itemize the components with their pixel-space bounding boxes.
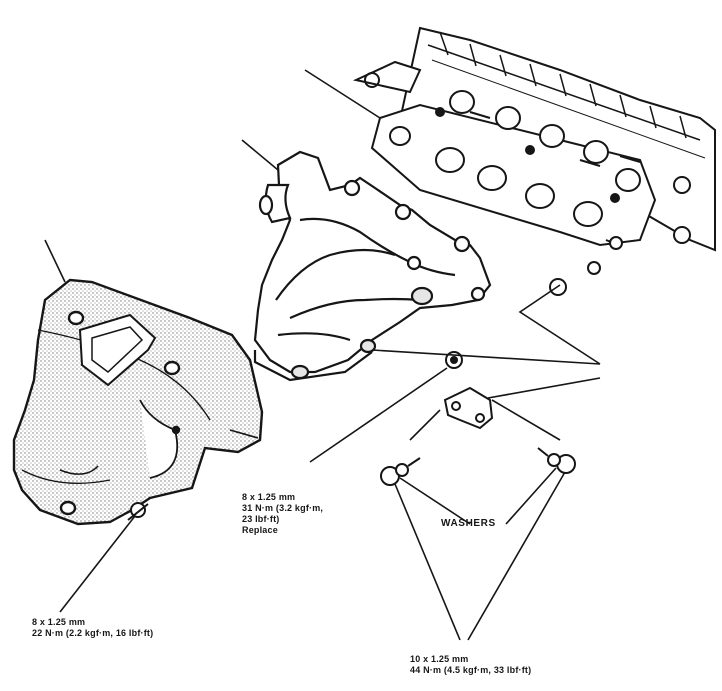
fasteners [127, 351, 576, 521]
bracket-bolt-torque: 44 N·m (4.5 kgf·m, 33 lbf·ft) [410, 665, 532, 675]
manifold-bracket [443, 386, 494, 430]
leader-lines [44, 69, 601, 641]
flange-nut-torque: 31 N·m (3.2 kgf·m, [242, 503, 324, 513]
washers-label: WASHERS [441, 518, 496, 529]
heat-shield [12, 278, 264, 526]
flange-nut-size: 8 x 1.25 mm [242, 492, 296, 502]
flange-nut-torque-cont: 23 lbf·ft) [242, 514, 280, 524]
flange-nut-note: Replace [242, 525, 278, 535]
bracket-bolt-right-icon [537, 447, 576, 474]
flange-nut-spec: 8 x 1.25 mm 31 N·m (3.2 kgf·m, 23 lbf·ft… [242, 492, 323, 536]
heat-shield-bolt-size: 8 x 1.25 mm [32, 617, 86, 627]
exhaust-manifold [253, 150, 492, 382]
heat-shield-bolt-icon [127, 502, 149, 521]
heat-shield-bolt-torque: 22 N·m (2.2 kgf·m, 16 lbf·ft) [32, 628, 154, 638]
heat-shield-bolt-spec: 8 x 1.25 mm 22 N·m (2.2 kgf·m, 16 lbf·ft… [32, 617, 153, 639]
bracket-bolt-left-icon [380, 457, 421, 486]
manifold-gasket [370, 90, 657, 247]
bracket-bolt-spec: 10 x 1.25 mm 44 N·m (4.5 kgf·m, 33 lbf·f… [410, 654, 531, 676]
bracket-bolt-size: 10 x 1.25 mm [410, 654, 469, 664]
